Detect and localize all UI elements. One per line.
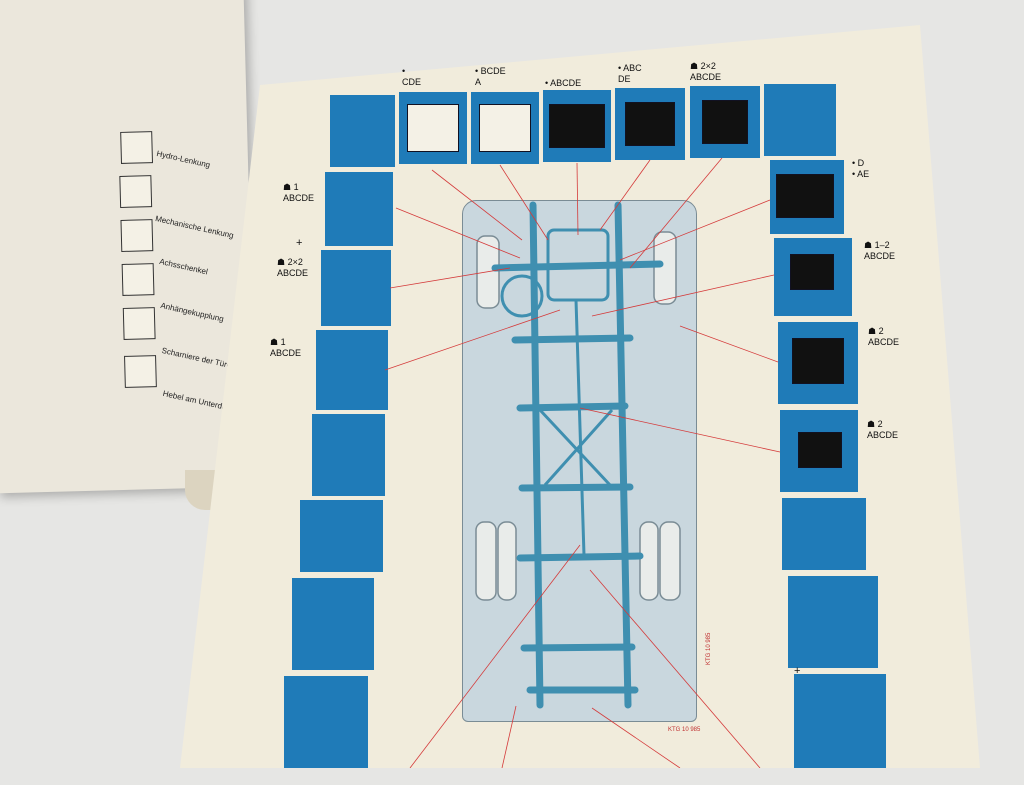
oil-drop-icon: •: [402, 66, 406, 76]
engine-icon: [549, 104, 605, 148]
cross-member-3: [518, 483, 634, 492]
top-label-1: • CDE: [402, 66, 422, 87]
oil-drop-icon: •: [545, 78, 549, 88]
brake-line-b: [543, 409, 614, 486]
left-label-3: ☗ 1 ABCDE: [270, 337, 302, 358]
left-tile-steering-knuckle: [321, 250, 391, 326]
left-tile-blank-1: [312, 414, 385, 496]
cross-member-1: [511, 334, 634, 344]
top-tile-gearbox: [615, 88, 685, 160]
top-label-5: ☗ 2×2 ABCDE: [690, 61, 722, 82]
right-tile-coupling-2: [780, 410, 858, 492]
right-tile-coupling-1: [774, 238, 852, 316]
left-label-2: ☗ 2×2 ABCDE: [277, 257, 309, 278]
oil-drop-icon: •: [852, 158, 858, 168]
drawing-code: KTG 10 985: [668, 727, 701, 733]
right-tile-door-hinge: [778, 322, 858, 404]
rear-left-wheel-outer: [475, 521, 497, 601]
rear-left-wheel-inner: [497, 521, 517, 601]
right-label-2: ☗ 1–2 ABCDE: [864, 240, 896, 261]
top-label-3: • ABCDE: [545, 78, 582, 88]
trailer-coupling-icon: [790, 254, 834, 290]
plus-sign: +: [794, 665, 801, 677]
cross-member-4: [520, 643, 636, 652]
front-axle: [491, 260, 664, 272]
top-tile-mechanical-steering: [471, 92, 539, 164]
right-label-4: ☗ 2 ABCDE: [867, 419, 899, 440]
left-tile-blank-3: [292, 578, 374, 670]
rear-axle: [516, 552, 644, 562]
left-label-1: ☗ 1 ABCDE: [283, 182, 315, 203]
brake-line-a: [538, 408, 612, 487]
left-tile-brake-pedals: [325, 172, 393, 246]
drive-shaft: [574, 299, 586, 556]
grease-gun-icon: ☗: [867, 419, 878, 429]
trailer-coupling-icon: [798, 432, 842, 468]
plus-sign: +: [296, 237, 303, 249]
front-right-wheel: [653, 231, 677, 305]
grease-gun-icon: ☗: [868, 326, 879, 336]
top-tile-door-hinge: [690, 86, 760, 158]
top-tile-blank-right: [764, 84, 836, 156]
grease-gun-icon: ☗: [690, 61, 699, 71]
frame-rail-right: [614, 201, 632, 709]
rear-right-wheel-outer: [659, 521, 681, 601]
door-hinge-icon: [702, 100, 748, 144]
left-tile-lever: [316, 330, 388, 410]
grease-gun-icon: ☗: [270, 337, 281, 347]
oil-drop-icon: •: [618, 63, 622, 73]
grease-gun-icon: ☗: [283, 182, 294, 192]
steering-wheel: [500, 274, 544, 318]
top-tile-hydro-steering: [399, 92, 467, 164]
right-tile-blank-1: [782, 498, 866, 570]
hydro-steering-icon: [407, 104, 459, 152]
grease-gun-icon: ☗: [277, 257, 288, 267]
frame-rail-left: [529, 201, 544, 709]
right-tile-blank-2: [788, 576, 878, 668]
rear-right-wheel-inner: [639, 521, 659, 601]
door-hinge-icon: [792, 338, 844, 384]
gear-lever-icon: [776, 174, 834, 218]
right-label-3: ☗ 2 ABCDE: [868, 326, 900, 347]
top-tile-blank-left: [330, 95, 395, 167]
right-tile-gear-lever: [770, 160, 844, 234]
oil-drop-icon: •: [475, 66, 479, 76]
cross-member-2: [516, 402, 629, 412]
oil-drop-icon: •: [852, 169, 858, 179]
left-tile-blank-4: [284, 676, 368, 768]
chassis-drawing: [384, 157, 781, 768]
left-tile-blank-2: [300, 500, 383, 572]
top-label-4: • ABC DE: [618, 63, 642, 84]
drawing-code-vertical: KTG 10 985: [706, 632, 712, 665]
right-tile-blank-3: [794, 674, 886, 768]
right-label-1: • D • AE: [852, 158, 870, 179]
grease-gun-icon: ☗: [864, 240, 875, 250]
gearbox-icon: [625, 102, 675, 146]
top-tile-engine: [543, 90, 611, 162]
mechanical-steering-icon: [479, 104, 531, 152]
top-label-2: • BCDE A: [475, 66, 506, 87]
